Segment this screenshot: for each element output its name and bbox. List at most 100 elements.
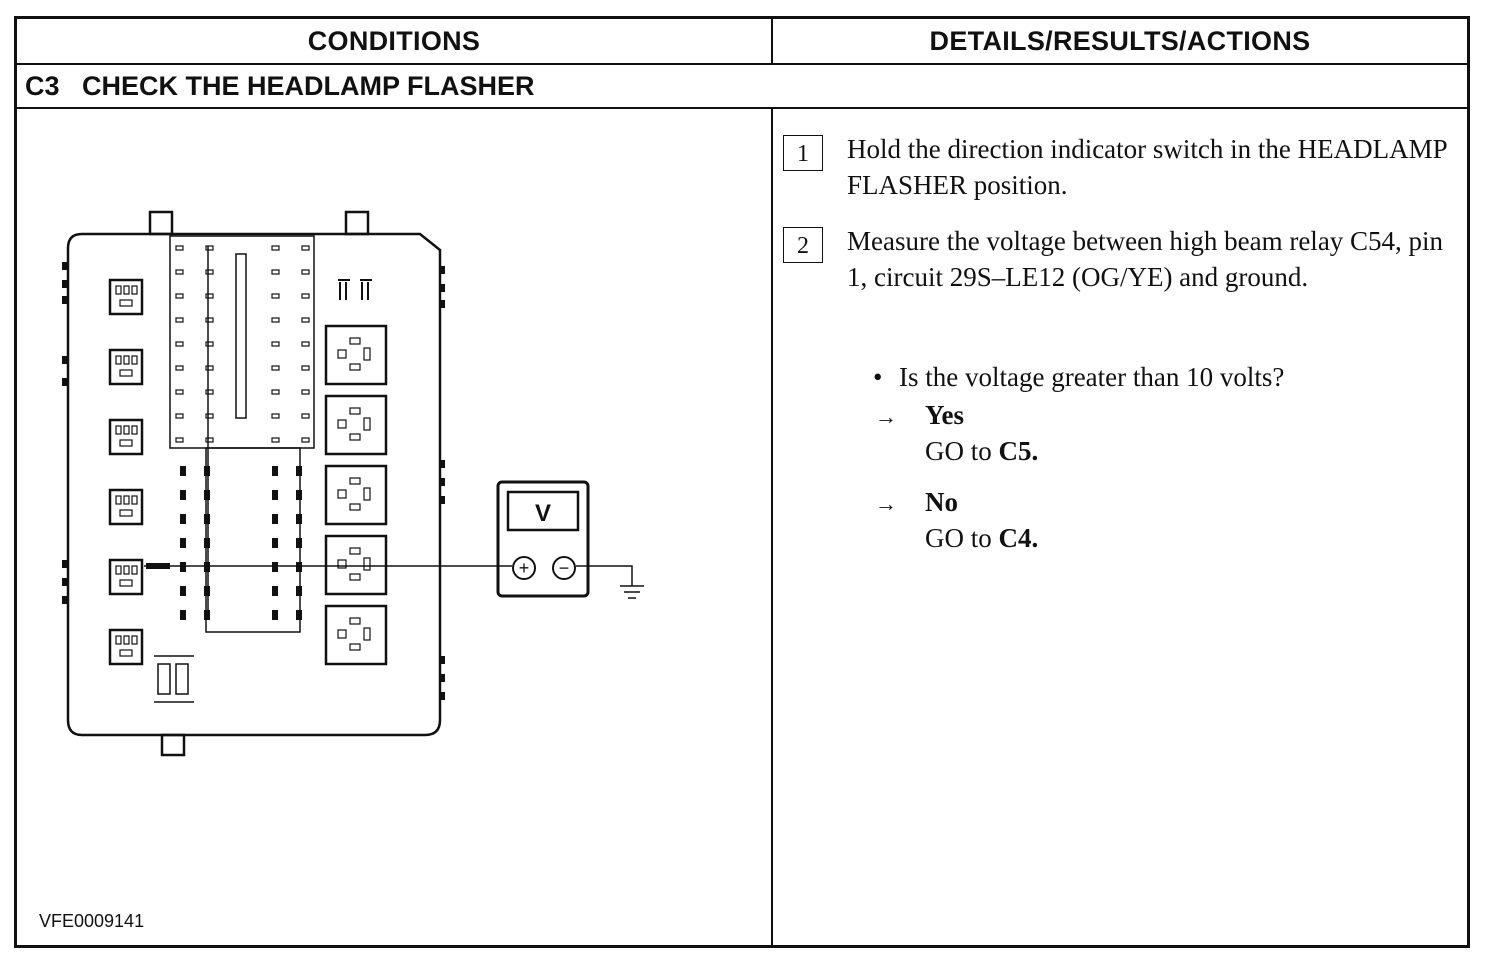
section-name: CHECK THE HEADLAMP FLASHER <box>82 71 535 101</box>
latch-icon <box>440 460 445 468</box>
fuse-box-housing <box>66 232 442 737</box>
connector-icon <box>108 418 144 456</box>
fuse-icon <box>272 514 278 524</box>
answer-no-target: C4. <box>998 523 1039 553</box>
answer-no: →No GO to C4. <box>875 484 1038 553</box>
fuse-icon <box>175 341 184 347</box>
header-column-divider <box>771 19 773 63</box>
answer-yes: → Yes GO to C5. <box>875 397 1038 466</box>
fuse-icon <box>271 293 280 299</box>
fuse-icon <box>204 466 210 476</box>
answer-yes-go-prefix: GO to <box>925 436 992 466</box>
latch-icon <box>62 296 67 304</box>
fuse-icon <box>296 562 302 572</box>
header-divider <box>17 63 1467 65</box>
mounting-tab <box>160 733 186 757</box>
latch-icon <box>62 560 67 568</box>
fuse-icon <box>175 317 184 323</box>
fuse-icon <box>205 389 214 395</box>
body-column-divider <box>771 107 773 945</box>
diode-component <box>157 663 171 695</box>
procedure-table: CONDITIONS DETAILS/RESULTS/ACTIONS C3 CH… <box>14 16 1470 948</box>
fuse-icon <box>204 490 210 500</box>
answer-no-action: GO to C4. <box>925 520 1038 556</box>
fuse-icon <box>180 562 186 572</box>
negative-test-lead <box>576 565 633 586</box>
relay-icon <box>324 604 388 666</box>
bullet-icon: • <box>873 362 883 392</box>
answer-no-label: No <box>925 487 958 517</box>
fuse-icon <box>272 586 278 596</box>
fuse-icon <box>296 490 302 500</box>
fuse-icon <box>205 365 214 371</box>
section-divider <box>17 107 1467 109</box>
arrow-right-icon: → <box>875 404 897 429</box>
fuse-icon <box>296 586 302 596</box>
step-2-text: Measure the voltage between high beam re… <box>847 226 1444 292</box>
fuse-icon <box>301 293 310 299</box>
fuse-icon <box>296 514 302 524</box>
latch-icon <box>440 496 445 504</box>
fuse-icon <box>175 389 184 395</box>
section-title: C3 CHECK THE HEADLAMP FLASHER <box>25 65 535 107</box>
fuse-icon <box>175 293 184 299</box>
fuse-icon <box>296 538 302 548</box>
latch-icon <box>440 692 445 700</box>
relay-icon <box>324 394 388 456</box>
relay-icon <box>324 534 388 596</box>
answer-no-go-prefix: GO to <box>925 523 992 553</box>
fuse-icon <box>272 562 278 572</box>
fuse-icon <box>271 365 280 371</box>
latch-icon <box>62 596 67 604</box>
section-code: C3 <box>25 71 60 101</box>
fuse-icon <box>204 514 210 524</box>
latch-icon <box>440 300 445 308</box>
fuse-icon <box>272 610 278 620</box>
latch-icon <box>62 262 67 270</box>
fuse-icon <box>175 245 184 251</box>
voltmeter-display <box>506 490 580 532</box>
diode-component <box>175 663 189 695</box>
fuse-icon <box>180 586 186 596</box>
minus-symbol: − <box>559 558 570 578</box>
connector-icon <box>108 558 144 596</box>
connector-icon <box>108 348 144 386</box>
fuse-icon <box>180 514 186 524</box>
fuse-icon <box>204 610 210 620</box>
latch-icon <box>440 656 445 664</box>
latch-icon <box>62 280 67 288</box>
fuse-icon <box>301 413 310 419</box>
fuse-icon <box>301 389 310 395</box>
fuse-icon <box>272 466 278 476</box>
fuse-icon <box>205 269 214 275</box>
fuse-icon <box>271 341 280 347</box>
answer-yes-label: Yes <box>925 400 964 430</box>
answer-yes-action: GO to C5. <box>925 433 1038 469</box>
step-2-number: 2 <box>783 227 823 263</box>
fuse-icon <box>180 538 186 548</box>
fuse-icon <box>175 413 184 419</box>
fuse-icon <box>175 269 184 275</box>
latch-icon <box>62 578 67 586</box>
fuse-icon <box>271 413 280 419</box>
relay-icon <box>324 464 388 526</box>
latch-icon <box>62 378 67 386</box>
voltmeter-body <box>496 480 590 598</box>
connector-icon <box>108 628 144 666</box>
fuse-icon <box>205 293 214 299</box>
relay-icon <box>324 324 388 386</box>
fuse-icon <box>271 245 280 251</box>
ground-icon <box>620 585 644 599</box>
fuse-icon <box>180 466 186 476</box>
fuse-icon <box>204 586 210 596</box>
fuse-icon <box>175 437 184 443</box>
fuse-icon <box>271 269 280 275</box>
fuse-icon <box>296 466 302 476</box>
fuse-icon <box>301 245 310 251</box>
details-header: DETAILS/RESULTS/ACTIONS <box>929 26 1311 56</box>
latch-icon <box>440 284 445 292</box>
fuse-icon <box>272 490 278 500</box>
mounting-tab <box>148 210 174 236</box>
fuse-icon <box>205 245 214 251</box>
